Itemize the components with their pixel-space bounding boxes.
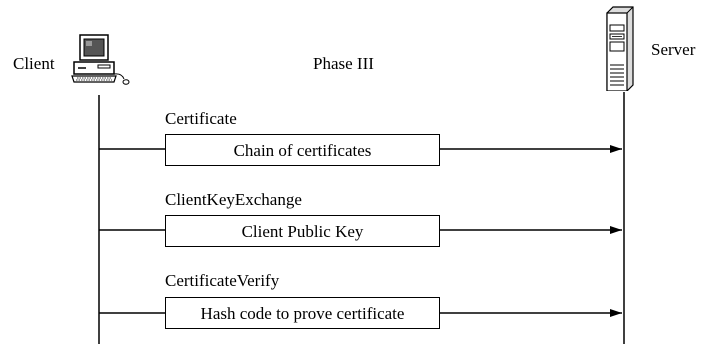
client-label: Client <box>13 54 55 73</box>
message-name-certificateverify: CertificateVerify <box>165 271 280 290</box>
message-box-certificateverify: Hash code to prove certificate <box>165 297 440 329</box>
phase-title: Phase III <box>313 54 374 73</box>
server-tower-icon <box>606 6 634 91</box>
message-box-certificate: Chain of certificates <box>165 134 440 166</box>
message-box-clientkeyexchange: Client Public Key <box>165 215 440 247</box>
message-name-clientkeyexchange: ClientKeyExchange <box>165 190 302 209</box>
server-label: Server <box>651 40 696 59</box>
message-name-certificate: Certificate <box>165 109 237 128</box>
desktop-computer-icon <box>71 34 130 85</box>
